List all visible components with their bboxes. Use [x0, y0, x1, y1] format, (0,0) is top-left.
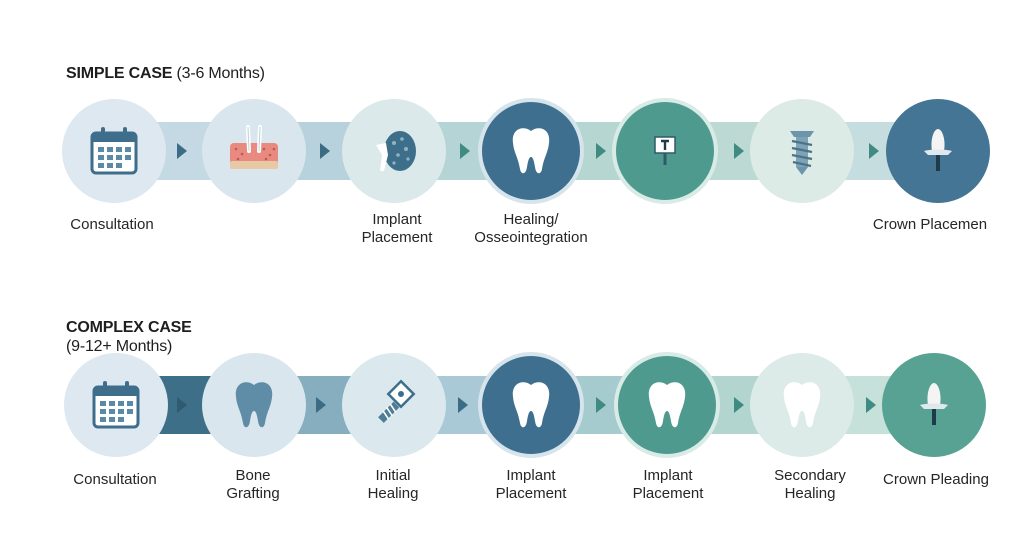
label-line: Healing/: [503, 211, 559, 228]
implant-screw-icon: [378, 379, 416, 423]
complex-step-secondary-healing: [750, 353, 854, 457]
label-line: Crown Placemen: [872, 216, 988, 233]
label-line: Placement: [495, 485, 567, 502]
complex-step-consultation: [64, 353, 168, 457]
complex-step-crown-placement: [882, 353, 986, 457]
gum-tissue-icon: [230, 125, 278, 169]
arrow-right-icon: [320, 143, 330, 159]
arrow-right-icon: [177, 143, 187, 159]
label-line: Implant: [643, 467, 693, 484]
label-line: Implant: [372, 211, 422, 228]
tooth-icon: [512, 128, 550, 174]
implant-screw-icon: [790, 131, 814, 175]
label-line: Healing: [784, 485, 836, 502]
label-line: Consultation: [73, 471, 157, 488]
simple-step-implant-screw: [750, 99, 854, 203]
label-line: Healing: [367, 485, 419, 502]
arrow-right-icon: [596, 143, 606, 159]
abutment-icon: [654, 136, 676, 165]
complex-label-3: Initial Healing: [318, 467, 468, 503]
complex-step-implant-placement-1: [478, 352, 584, 458]
arrow-right-icon: [734, 143, 744, 159]
arrow-right-icon: [869, 143, 879, 159]
complex-step-initial-healing: [342, 353, 446, 457]
arrow-right-icon: [458, 397, 468, 413]
complex-case-title-main: COMPLEX CASE: [66, 319, 192, 336]
complex-label-7: Crown Pleading: [861, 471, 1011, 489]
label-line: Grafting: [226, 485, 280, 502]
complex-step-implant-placement-2: [614, 352, 720, 458]
complex-label-4: Implant Placement: [456, 467, 606, 503]
simple-step-abutment: [612, 98, 718, 204]
label-line: Consultation: [70, 216, 154, 233]
label-line: Placement: [632, 485, 704, 502]
calendar-icon: [92, 381, 140, 429]
label-line: Bone: [235, 467, 271, 484]
complex-case-title: COMPLEX CASE (9-12+ Months): [66, 318, 192, 356]
bone-implant-icon: [376, 131, 416, 171]
arrow-right-icon: [734, 397, 744, 413]
simple-case-title: SIMPLE CASE (3-6 Months): [66, 64, 265, 83]
label-line: Implant: [506, 467, 556, 484]
crown-post-icon: [920, 383, 948, 425]
complex-label-2: Bone Grafting: [178, 467, 328, 503]
label-line: Initial: [375, 467, 411, 484]
complex-label-6: Secondary Healing: [735, 467, 885, 503]
label-line: Osseointegration: [474, 229, 588, 246]
simple-step-crown-placement: [886, 99, 990, 203]
simple-label-4: Healing/ Osseointegration: [456, 211, 606, 247]
tooth-icon: [512, 382, 550, 428]
simple-case-duration: (3-6 Months): [172, 65, 266, 82]
simple-label-1: Consultation: [37, 216, 187, 234]
simple-step-gum-tissue: [202, 99, 306, 203]
simple-step-consultation: [62, 99, 166, 203]
simple-label-3: Implant Placement: [322, 211, 472, 247]
tooth-icon: [648, 382, 686, 428]
simple-step-healing: [478, 98, 584, 204]
tooth-icon: [783, 382, 821, 428]
complex-label-5: Implant Placement: [593, 467, 743, 503]
simple-label-7: Crown Placemen: [855, 216, 1005, 234]
crown-post-icon: [924, 129, 952, 171]
simple-case-title-main: SIMPLE CASE: [66, 65, 173, 82]
arrow-right-icon: [460, 143, 470, 159]
label-line: Crown Pleading: [883, 471, 989, 488]
arrow-right-icon: [866, 397, 876, 413]
simple-step-implant-placement: [342, 99, 446, 203]
label-line: Placement: [361, 229, 433, 246]
complex-label-1: Consultation: [40, 471, 190, 489]
complex-step-bone-grafting: [202, 353, 306, 457]
label-line: Secondary: [774, 467, 846, 484]
complex-case-duration: (9-12+ Months): [66, 338, 173, 355]
arrow-right-icon: [316, 397, 326, 413]
tooth-icon: [235, 382, 273, 428]
calendar-icon: [90, 127, 138, 175]
arrow-right-icon: [596, 397, 606, 413]
arrow-right-icon: [177, 397, 187, 413]
